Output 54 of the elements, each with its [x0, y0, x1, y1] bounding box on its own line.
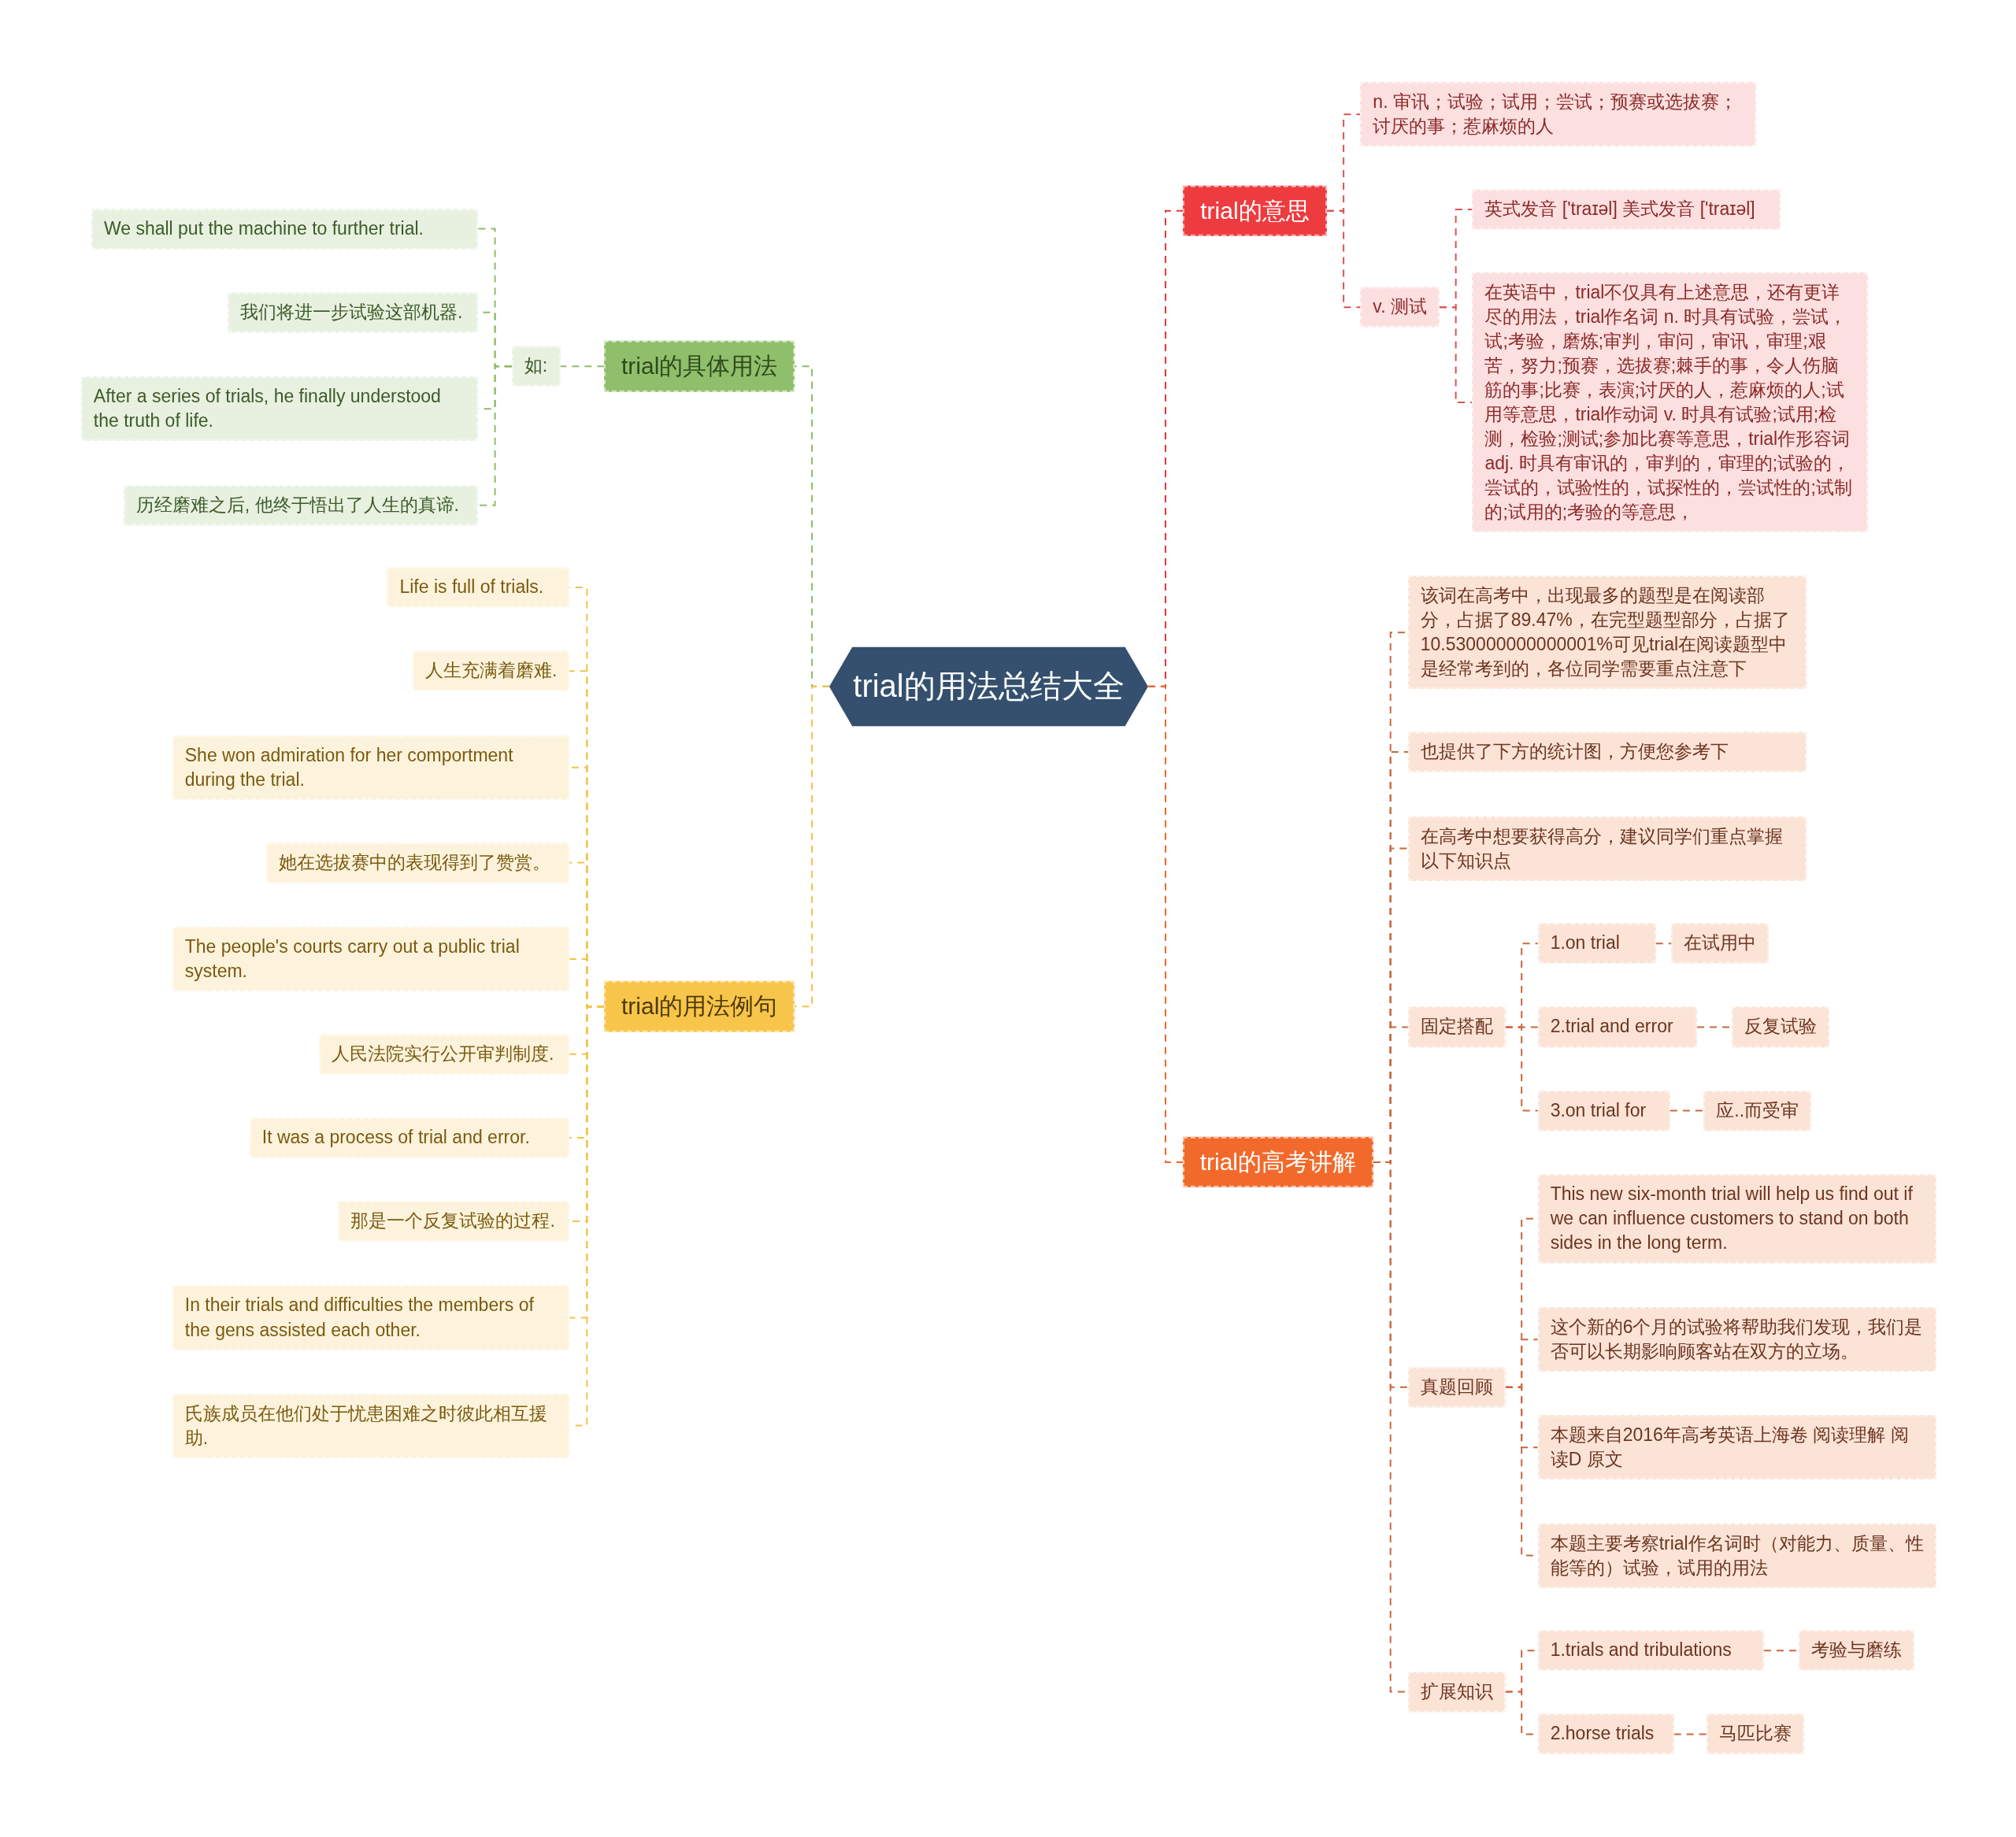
topic-box: 也提供了下方的统计图，方便您参考下: [1407, 731, 1807, 772]
connector-line: [1438, 306, 1473, 403]
connector-line: [1655, 943, 1673, 945]
topic-box: 2.trial and error: [1537, 1006, 1698, 1047]
topic-box: 英式发音 ['traɪəl] 美式发音 ['traɪəl]: [1472, 189, 1781, 230]
topic-box: 1.trials and tribulations: [1537, 1630, 1764, 1671]
topic-box: 1.on trial: [1537, 923, 1656, 964]
connector-line: [1673, 1733, 1707, 1735]
topic-box: 真题回顾: [1407, 1367, 1506, 1408]
connector-line: [1147, 685, 1184, 1163]
topic-box: She won admiration for her comportment during the trial.: [172, 735, 570, 800]
branch-box: trial的用法例句: [604, 981, 795, 1032]
branch-box: trial的具体用法: [604, 341, 795, 392]
topic-box: This new six-month trial will help us find out if we can influence customers to stand on both sides in the long term.: [1537, 1174, 1936, 1264]
topic-box: 应..而受审: [1703, 1091, 1812, 1131]
connector-line: [559, 365, 606, 368]
branch-box: trial的高考讲解: [1183, 1136, 1373, 1188]
connector-line: [1325, 209, 1362, 309]
connector-line: [794, 685, 831, 1008]
topic-box: The people's courts carry out a public trial system.: [172, 926, 570, 991]
topic-box: 人生充满着磨难.: [412, 650, 570, 691]
topic-box: 在高考中想要获得高分，建议同学们重点掌握以下知识点: [1407, 816, 1807, 881]
topic-box: 2.horse trials: [1537, 1713, 1674, 1754]
topic-box: 马匹比赛: [1706, 1713, 1804, 1754]
topic-box: v. 测试: [1360, 287, 1440, 328]
topic-box: 考验与磨练: [1799, 1630, 1915, 1671]
topic-box: 本题来自2016年高考英语上海卷 阅读理解 阅读D 原文: [1537, 1415, 1936, 1480]
connector-line: [1504, 1026, 1539, 1112]
connector-line: [1669, 1109, 1705, 1112]
topic-box: Life is full of trials.: [387, 567, 570, 608]
topic-box: 扩展知识: [1407, 1672, 1506, 1713]
topic-box: 本题主要考察trial作名词时（对能力、质量、性能等的）试验，试用的用法: [1537, 1523, 1936, 1588]
topic-box: 我们将进一步试验这部机器.: [228, 292, 479, 333]
topic-box: 人民法院实行公开审判制度.: [318, 1034, 570, 1075]
topic-box: 在英语中，trial不仅具有上述意思，还有更详尽的用法，trial作名词 n. 时具有试验，尝试，试;考验，磨炼;审判，审问，审讯，审理;艰苦，努力;预赛，选拔赛;棘手的事，令人伤脑筋的事;比赛，表演;讨厌的人，惹麻烦的人;试用等意思，trial作动词 v. 时具有试验;试用;检测，检验;测试;参加比赛等意思，trial作形容词 adj. 时具有审讯的，审判的，审理的;试验的，尝试的，试验性的，试探性的，尝试性的;试制的;试用的;考验的等意思，: [1472, 272, 1869, 533]
topic-box: n. 审讯；试验；试用；尝试；预赛或选拔赛；讨厌的事；惹麻烦的人: [1360, 82, 1757, 147]
branch-box: trial的意思: [1183, 185, 1327, 236]
topic-box: 如:: [511, 346, 561, 387]
topic-box: 氏族成员在他们处于忧患困难之时彼此相互援助.: [172, 1393, 570, 1458]
topic-box: 在试用中: [1671, 923, 1770, 964]
topic-box: After a series of trials, he finally understood the truth of life.: [80, 376, 479, 442]
connector-line: [477, 365, 513, 506]
topic-box: 她在选拔赛中的表现得到了赞赏。: [265, 843, 570, 883]
topic-box: We shall put the machine to further trial.: [91, 209, 479, 250]
topic-box: 那是一个反复试验的过程.: [338, 1201, 570, 1242]
topic-box: 反复试验: [1732, 1006, 1830, 1047]
topic-hexagon: trial的用法总结大全: [829, 646, 1148, 727]
topic-box: In their trials and difficulties the members of the gens assisted each other.: [172, 1285, 570, 1350]
topic-box: 这个新的6个月的试验将帮助我们发现，我们是否可以长期影响顾客站在双方的立场。: [1537, 1307, 1936, 1372]
topic-box: 固定搭配: [1407, 1006, 1506, 1047]
topic-box: It was a process of trial and error.: [249, 1117, 570, 1158]
topic-box: 3.on trial for: [1537, 1091, 1670, 1131]
topic-box: 该词在高考中，出现最多的题型是在阅读部分，占据了89.47%，在完型题型部分，占据了10.530000000000001%可见trial在阅读题型中是经常考到的，各位同学需要重点注意下: [1407, 576, 1807, 690]
topic-box: 历经磨难之后, 他终于悟出了人生的真谛.: [123, 485, 479, 526]
